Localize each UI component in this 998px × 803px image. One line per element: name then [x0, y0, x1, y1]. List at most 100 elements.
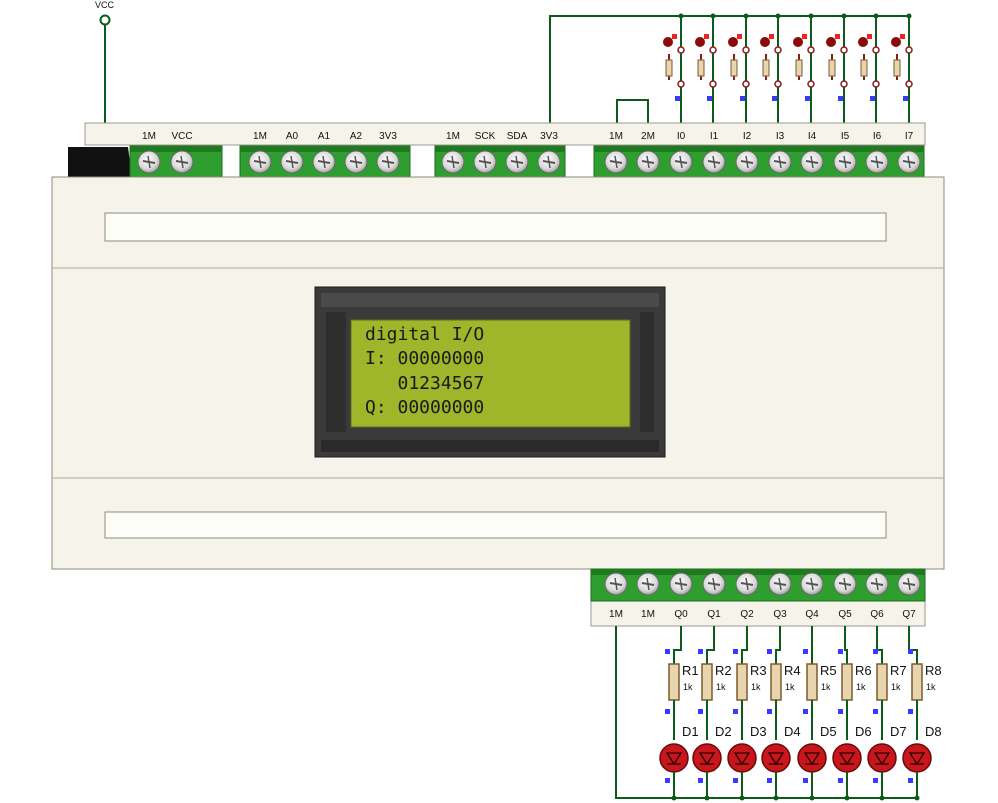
resistor[interactable]: [701, 663, 713, 701]
lcd-line-3: 01234567: [365, 373, 484, 394]
lcd-screen: [350, 319, 631, 428]
resistor-name: R7: [890, 663, 907, 678]
resistor-name: R3: [750, 663, 767, 678]
resistor-value: 1k: [716, 682, 726, 692]
module-top-strip: [84, 122, 926, 146]
led-name: D8: [925, 724, 942, 739]
input-terminal-label: I0: [677, 131, 686, 142]
led[interactable]: [902, 743, 932, 773]
led[interactable]: [797, 743, 827, 773]
terminal-blocks: [129, 145, 925, 179]
output-terminal-label: Q3: [773, 609, 787, 620]
pushbutton-switch[interactable]: [663, 13, 685, 125]
output-terminal-label: Q6: [870, 609, 884, 620]
output-terminal-label: Q4: [805, 609, 819, 620]
led[interactable]: [761, 743, 791, 773]
output-led-circuit[interactable]: R11kD1R21kD2R31kD3R41kD4R51kD5R61kD6R71k…: [615, 626, 942, 801]
input-terminal-label: I2: [743, 131, 752, 142]
power-terminal-label: 1M: [142, 131, 156, 142]
input-terminal-label: I7: [905, 131, 914, 142]
pushbutton-switch[interactable]: [760, 13, 782, 125]
resistor[interactable]: [736, 663, 748, 701]
bridge-wire: [616, 99, 649, 124]
output-terminal-strip: [590, 599, 926, 627]
vcc-label: VCC: [95, 0, 115, 10]
resistor-name: R5: [820, 663, 837, 678]
lcd-line-2: I: 00000000: [365, 348, 484, 369]
analog-terminal-label: A0: [286, 131, 299, 142]
input-terminal-label: I3: [776, 131, 785, 142]
pushbutton-switch[interactable]: [826, 13, 848, 125]
output-terminal-label: Q0: [674, 609, 688, 620]
resistor-value: 1k: [751, 682, 761, 692]
resistor[interactable]: [806, 663, 818, 701]
analog-terminal-label: 1M: [253, 131, 267, 142]
input-terminal-label: I6: [873, 131, 882, 142]
led-name: D7: [890, 724, 907, 739]
resistor-name: R1: [682, 663, 699, 678]
led-name: D5: [820, 724, 837, 739]
resistor-name: R2: [715, 663, 732, 678]
pushbutton-switch[interactable]: [695, 13, 717, 125]
top-label-slot: [104, 212, 887, 242]
resistor[interactable]: [911, 663, 923, 701]
analog-terminal-label: A1: [318, 131, 331, 142]
led-name: D3: [750, 724, 767, 739]
resistor-value: 1k: [821, 682, 831, 692]
input-switches[interactable]: [663, 13, 913, 125]
output-terminal-label: 1M: [641, 609, 655, 620]
resistor[interactable]: [668, 663, 680, 701]
input-terminal-label: I5: [841, 131, 850, 142]
resistor-name: R8: [925, 663, 942, 678]
led[interactable]: [659, 743, 689, 773]
output-terminal-label: Q1: [707, 609, 721, 620]
i2c-terminal-label: SDA: [507, 131, 528, 142]
resistor-value: 1k: [856, 682, 866, 692]
led[interactable]: [727, 743, 757, 773]
vcc-supply[interactable]: VCC: [95, 0, 115, 124]
power-terminal-label: VCC: [171, 131, 192, 142]
pushbutton-switch[interactable]: [891, 13, 913, 125]
resistor-value: 1k: [785, 682, 795, 692]
resistor-name: R4: [784, 663, 801, 678]
terminal-block-i2c: [434, 145, 566, 179]
input-rail-wire: [549, 15, 910, 124]
led-name: D4: [784, 724, 801, 739]
input-terminal-label: 1M: [609, 131, 623, 142]
i2c-terminal-label: 3V3: [540, 131, 558, 142]
pushbutton-switch[interactable]: [793, 13, 815, 125]
resistor[interactable]: [841, 663, 853, 701]
pushbutton-switch[interactable]: [858, 13, 880, 125]
resistor-value: 1k: [683, 682, 693, 692]
terminal-block-inputs: [593, 145, 925, 179]
led[interactable]: [867, 743, 897, 773]
lcd-line-4: Q: 00000000: [365, 397, 484, 418]
resistor[interactable]: [770, 663, 782, 701]
analog-terminal-label: 3V3: [379, 131, 397, 142]
output-terminal-label: Q7: [902, 609, 916, 620]
output-terminal-label: 1M: [609, 609, 623, 620]
led-name: D2: [715, 724, 732, 739]
input-terminal-label: I4: [808, 131, 817, 142]
resistor[interactable]: [876, 663, 888, 701]
led[interactable]: [832, 743, 862, 773]
pushbutton-switch[interactable]: [728, 13, 750, 125]
input-terminal-label: I1: [710, 131, 719, 142]
bottom-label-slot: [104, 511, 887, 539]
led-name: D6: [855, 724, 872, 739]
led[interactable]: [692, 743, 722, 773]
analog-terminal-label: A2: [350, 131, 363, 142]
output-terminal-label: Q2: [740, 609, 754, 620]
output-terminal-block: [590, 568, 926, 602]
i2c-terminal-label: 1M: [446, 131, 460, 142]
